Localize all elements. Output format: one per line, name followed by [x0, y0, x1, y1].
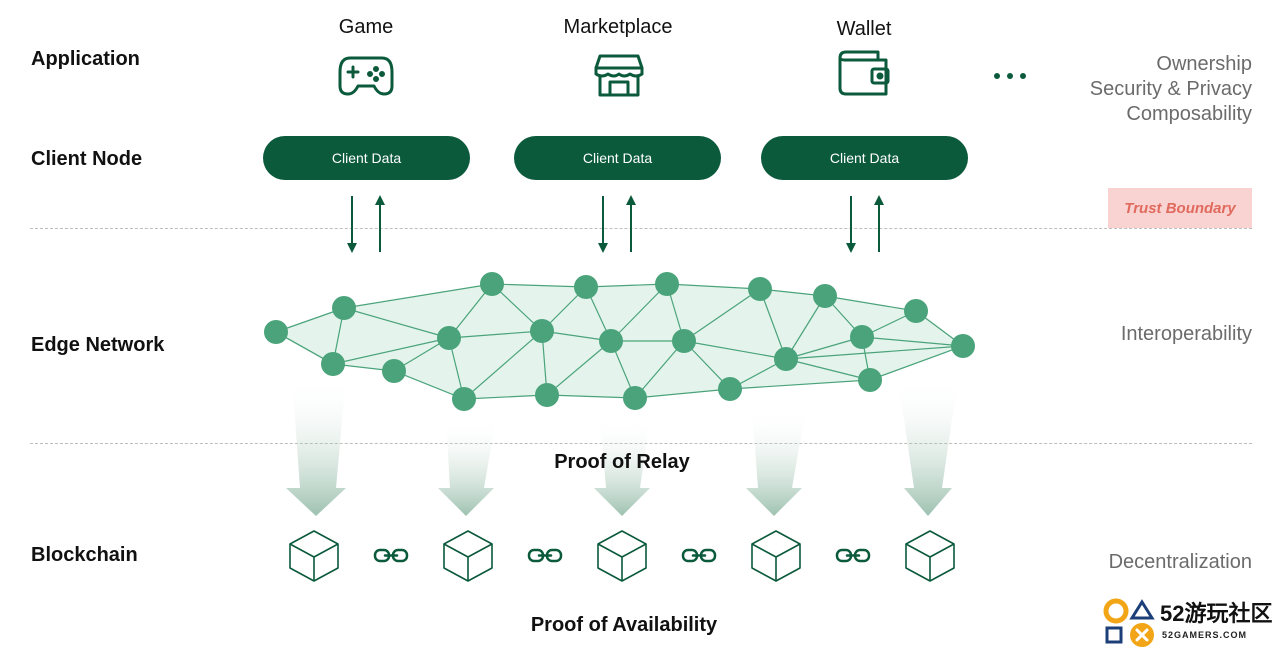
- client-data-pill: Client Data: [263, 136, 470, 180]
- client-data-pill: Client Data: [761, 136, 968, 180]
- app-title-marketplace: Marketplace: [563, 16, 673, 38]
- chain-link-icon: [527, 548, 563, 563]
- app-title-game: Game: [338, 16, 394, 38]
- trust-boundary-line: [30, 228, 1252, 229]
- block-cube-icon: [905, 530, 955, 582]
- storefront-icon: [594, 54, 644, 97]
- watermark-text: 52游玩社区: [1160, 601, 1273, 626]
- property-ownership: Ownership: [1156, 53, 1252, 75]
- wallet-icon: [838, 50, 890, 96]
- layer-label-application: Application: [31, 48, 140, 70]
- blockchain-blocks: [289, 530, 955, 582]
- properties-application: Ownership Security & Privacy Composabili…: [1090, 52, 1252, 127]
- client-data-pill: Client Data: [514, 136, 721, 180]
- block-cube-icon: [443, 530, 493, 582]
- watermark-shapes-icon: [1103, 598, 1155, 647]
- property-interoperability: Interoperability: [1120, 323, 1252, 345]
- proof-of-availability-label: Proof of Availability: [530, 614, 718, 636]
- layer-label-edge-network: Edge Network: [31, 334, 165, 356]
- block-cube-icon: [289, 530, 339, 582]
- block-cube-icon: [751, 530, 801, 582]
- block-cube-icon: [597, 530, 647, 582]
- chain-link-icon: [681, 548, 717, 563]
- chain-link-icon: [373, 548, 409, 563]
- watermark-logo: 52游玩社区 52GAMERS.COM: [1102, 596, 1274, 650]
- edge-network-mesh: [264, 272, 975, 411]
- layer-label-blockchain: Blockchain: [31, 544, 138, 566]
- layer-label-client-node: Client Node: [31, 148, 143, 170]
- chain-links: [373, 548, 871, 563]
- gamepad-icon: [338, 56, 394, 96]
- relay-arrows: [286, 378, 958, 516]
- watermark-url: 52GAMERS.COM: [1162, 630, 1248, 640]
- trust-boundary-badge: Trust Boundary: [1108, 188, 1252, 228]
- chain-link-icon: [835, 548, 871, 563]
- property-decentralization: Decentralization: [1108, 551, 1252, 573]
- property-security-privacy: Security & Privacy: [1089, 78, 1252, 100]
- app-title-wallet: Wallet: [836, 18, 892, 40]
- more-apps-text: •••: [990, 60, 991, 61]
- more-apps-icon: [994, 73, 1026, 79]
- client-edge-arrows: [347, 195, 884, 253]
- proof-of-relay-label: Proof of Relay: [554, 451, 690, 473]
- property-composability: Composability: [1126, 103, 1252, 125]
